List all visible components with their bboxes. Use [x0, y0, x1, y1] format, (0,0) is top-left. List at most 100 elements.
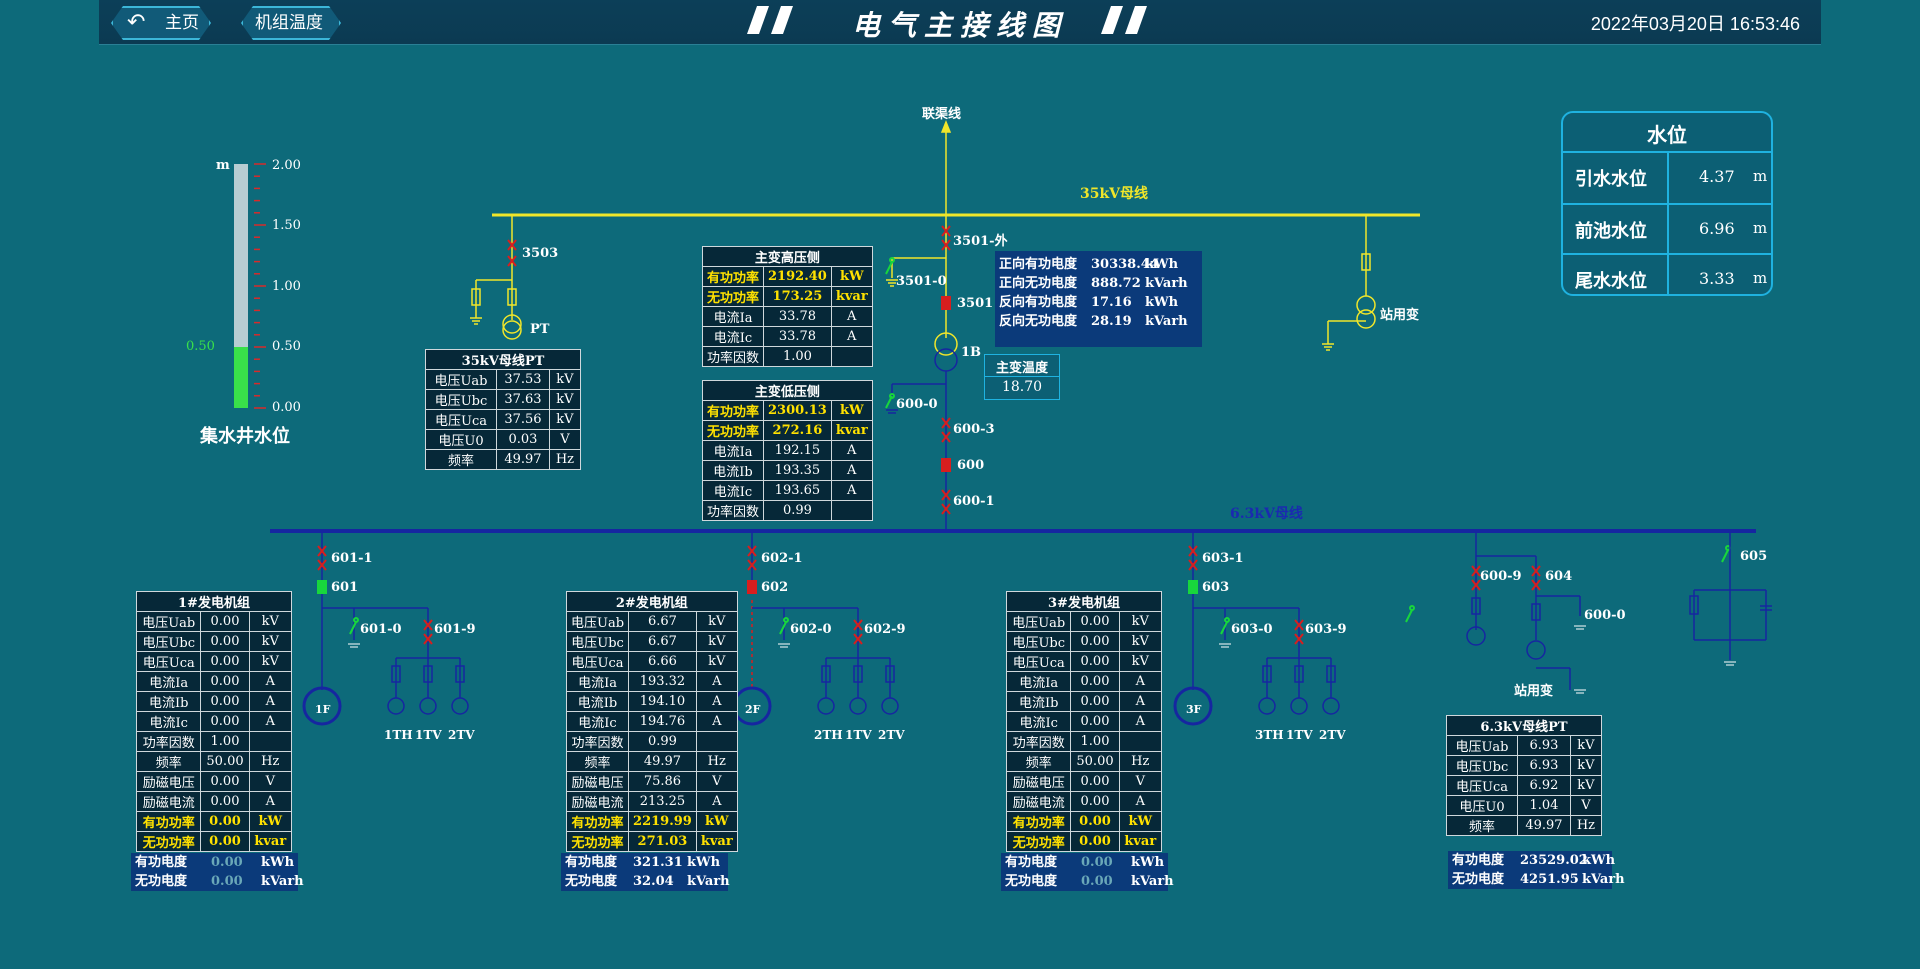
sump-level-fill	[234, 347, 248, 408]
energy-unit: kWh	[1131, 855, 1165, 870]
row-unit: kV	[548, 409, 582, 430]
row-label: 电压Uca	[1446, 775, 1518, 796]
transformer-lv-line	[886, 348, 958, 531]
row-unit: A	[695, 691, 738, 712]
gen2-branch	[732, 531, 899, 726]
energy-label: 反向有功电度	[999, 295, 1078, 310]
table-title: 6.3kV母线PT	[1446, 715, 1602, 736]
back-arrow-icon: ↶	[127, 10, 146, 35]
row-label: 有功功率	[565, 811, 630, 832]
energy-value: 4251.95	[1520, 872, 1579, 887]
row-value: 0.00	[1070, 651, 1120, 672]
row-label: 励磁电流	[135, 791, 202, 812]
row-value: 6.67	[628, 611, 697, 632]
label-zhanyongbian-2: 站用变	[1514, 684, 1554, 699]
label-3501-0: 3501-0	[896, 274, 947, 289]
gen1-pt-2: 1TV	[415, 728, 442, 742]
row-unit: kV	[1569, 775, 1603, 796]
table-title: 3#发电机组	[1006, 591, 1162, 612]
energy-unit: kVarh	[1582, 872, 1625, 887]
row-label: 有功功率	[701, 400, 765, 421]
energy-label: 有功电度	[1005, 855, 1058, 870]
water-row: 尾水水位 3.33 m	[1563, 253, 1771, 305]
label-601-0: 601-0	[360, 622, 402, 637]
row-label: 电压U0	[1446, 795, 1518, 816]
label-600-0: 600-0	[896, 397, 938, 412]
earth-switch-3501-0	[885, 257, 895, 275]
water-unit: m	[1753, 269, 1768, 287]
row-value: 33.78	[763, 326, 832, 347]
row-unit: A	[248, 791, 293, 812]
label-gen1: 1F	[315, 703, 331, 716]
switch-600-3	[941, 417, 951, 443]
water-value: 6.96	[1699, 219, 1735, 238]
energy-label: 有功电度	[135, 855, 188, 870]
gen2-pt-3: 2TV	[878, 728, 905, 742]
row-label: 有功功率	[135, 811, 202, 832]
title-decoration-right	[1101, 6, 1147, 34]
row-label: 励磁电压	[1005, 771, 1072, 792]
row-value: 0.00	[200, 631, 250, 652]
row-label: 电流Ib	[1005, 691, 1072, 712]
row-label: 电流Ic	[701, 326, 765, 347]
label-pt: PT	[530, 322, 550, 337]
gen1-pt-3: 2TV	[448, 728, 475, 742]
sump-tick-0: 2.00	[272, 158, 301, 173]
row-label: 电流Ia	[701, 440, 765, 461]
row-label: 无功功率	[135, 831, 202, 852]
gen1-branch	[302, 531, 469, 726]
unit-temperature-button[interactable]: 机组温度	[241, 6, 341, 40]
label-3501: 3501	[957, 296, 994, 311]
row-value: 0.00	[200, 691, 250, 712]
water-value: 4.37	[1699, 167, 1735, 186]
table-title: 35kV母线PT	[425, 349, 581, 370]
home-button[interactable]: ↶ 主页	[111, 6, 211, 40]
energy-unit: kVarh	[687, 874, 730, 889]
water-unit: m	[1753, 167, 1768, 185]
row-label: 电压Uca	[565, 651, 630, 672]
row-value: 0.00	[1070, 811, 1120, 832]
row-value: 37.53	[495, 369, 550, 390]
row-value: 0.00	[1070, 791, 1120, 812]
water-row: 引水水位 4.37 m	[1563, 151, 1771, 203]
energy-unit: kWh	[1145, 295, 1179, 310]
energy-value: 888.72	[1091, 276, 1141, 291]
table-title: 主变高压侧	[702, 246, 873, 267]
row-label: 功率因数	[701, 500, 765, 521]
gen3-branch	[1173, 531, 1340, 726]
transformer-temp-value: 18.70	[1001, 379, 1043, 395]
transformer-temp: 主变温度 18.70	[984, 354, 1060, 400]
row-value: 37.63	[495, 389, 550, 410]
earth-switch-600-0	[885, 393, 895, 409]
table-title: 1#发电机组	[136, 591, 292, 612]
row-label: 频率	[135, 751, 202, 772]
row-unit: Hz	[1569, 815, 1603, 836]
